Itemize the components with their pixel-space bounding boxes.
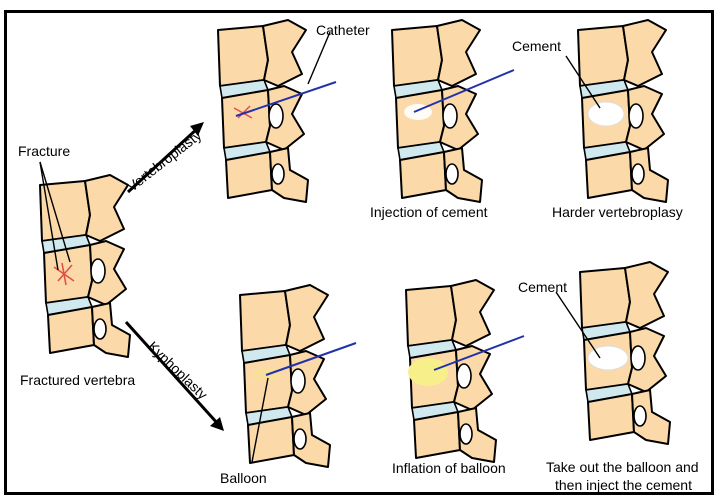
cement-bottom-label: Cement <box>518 279 567 295</box>
vertebroplasty-step-injection <box>392 20 514 202</box>
balloon-label: Balloon <box>220 470 267 486</box>
kyphoplasty-step-balloon <box>240 285 356 467</box>
vertebroplasty-step-harder <box>578 20 668 202</box>
fractured-vertebra-illustration <box>40 175 130 357</box>
catheter-label: Catheter <box>316 22 370 38</box>
kyphoplasty-step-cement <box>580 262 670 444</box>
kyphoplasty-step-inflation <box>406 280 524 462</box>
take-out-balloon-line1: Take out the balloon and <box>546 459 699 475</box>
fracture-label: Fracture <box>18 143 70 159</box>
catheter-pointer <box>308 32 330 84</box>
injection-of-cement-label: Injection of cement <box>370 204 488 220</box>
take-out-balloon-line2: then inject the cement <box>555 477 692 493</box>
inflation-of-balloon-label: Inflation of balloon <box>392 460 506 476</box>
cement-top-label: Cement <box>512 38 561 54</box>
harder-vertebroplasy-label: Harder vertebroplasy <box>552 204 683 220</box>
vertebroplasty-step-catheter <box>218 20 336 202</box>
fractured-vertebra-label: Fractured vertebra <box>20 372 135 388</box>
